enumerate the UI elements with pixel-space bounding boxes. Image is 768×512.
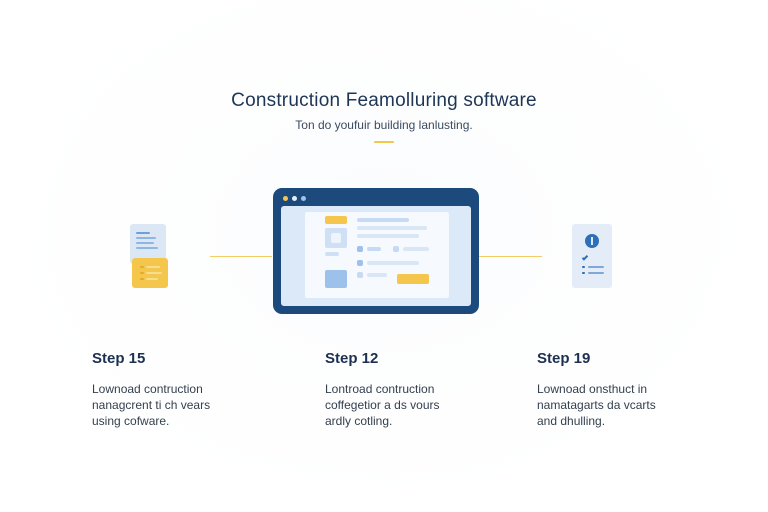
- text-line: [367, 261, 419, 265]
- step-description: Lontroad contruction coffegetior a ds vo…: [325, 381, 515, 429]
- step-line: Lontroad contruction: [325, 382, 435, 396]
- doc-line: [146, 272, 162, 274]
- text-line: [367, 247, 381, 251]
- step-description: Lownoad contruction nanagcrent ti ch vea…: [92, 381, 282, 429]
- step-line: Lownoad contruction: [92, 382, 203, 396]
- doc-line: [136, 232, 150, 234]
- checkbox: [357, 260, 363, 266]
- step-title: Step 19: [537, 350, 591, 367]
- window-dot: [301, 196, 306, 201]
- info-glyph: [591, 237, 593, 245]
- window-dots: [283, 196, 306, 201]
- doc-line: [140, 266, 144, 268]
- step-line: Lownoad onsthuct in: [537, 382, 648, 396]
- document-sheet-front: [132, 258, 168, 288]
- image-block: [325, 270, 347, 288]
- step-line: ardly cotling.: [325, 414, 393, 428]
- doc-line: [136, 247, 158, 249]
- checkbox: [393, 246, 399, 252]
- step-line: coffegetior a ds vours: [325, 398, 440, 412]
- monitor-dashboard-icon: [273, 188, 479, 314]
- step-title: Step 12: [325, 350, 379, 367]
- header-block: [325, 216, 347, 224]
- step-line: and dhulling.: [537, 414, 606, 428]
- text-line: [367, 273, 387, 277]
- title-accent-divider: [374, 141, 394, 143]
- page-subtitle: Ton do youfuir building lanlusting.: [295, 118, 473, 132]
- image-placeholder: [331, 233, 341, 243]
- list-bullet: [582, 272, 585, 274]
- connector-line-right: [478, 256, 542, 257]
- check-icon: [581, 254, 589, 261]
- page-title: Construction Feamolluring software: [231, 90, 537, 111]
- step-title: Step 15: [92, 350, 146, 367]
- step-line: using cofware.: [92, 414, 170, 428]
- checklist-document-icon: [572, 224, 612, 288]
- step-line: nanagcrent ti ch vears: [92, 398, 211, 412]
- step-1: Step 15 Lownoad contruction nanagcrent t…: [92, 350, 282, 429]
- doc-line: [136, 237, 156, 239]
- doc-line: [140, 272, 144, 274]
- doc-line: [136, 242, 154, 244]
- text-block: [325, 252, 339, 256]
- action-block: [397, 274, 429, 284]
- text-line: [403, 247, 429, 251]
- step-2: Step 12 Lontroad contruction coffegetior…: [325, 350, 515, 429]
- window-dot: [283, 196, 288, 201]
- dashboard-panel: [305, 212, 449, 298]
- list-bullet: [582, 266, 585, 268]
- text-line: [357, 226, 427, 230]
- doc-line: [146, 266, 160, 268]
- document-sheet-back: [130, 224, 166, 264]
- connector-line-left: [210, 256, 272, 257]
- step-description: Lownoad onsthuct in namatagarts da vcart…: [537, 381, 727, 429]
- checkbox: [357, 272, 363, 278]
- doc-line: [140, 278, 144, 280]
- monitor-screen: [281, 206, 471, 306]
- step-3: Step 19 Lownoad onsthuct in namatagarts …: [537, 350, 727, 429]
- text-line: [357, 234, 419, 238]
- doc-line: [146, 278, 158, 280]
- window-dot: [292, 196, 297, 201]
- step-line: namatagarts da vcarts: [537, 398, 656, 412]
- list-line: [588, 272, 604, 274]
- list-line: [588, 266, 604, 268]
- checkbox: [357, 246, 363, 252]
- text-line: [357, 218, 409, 222]
